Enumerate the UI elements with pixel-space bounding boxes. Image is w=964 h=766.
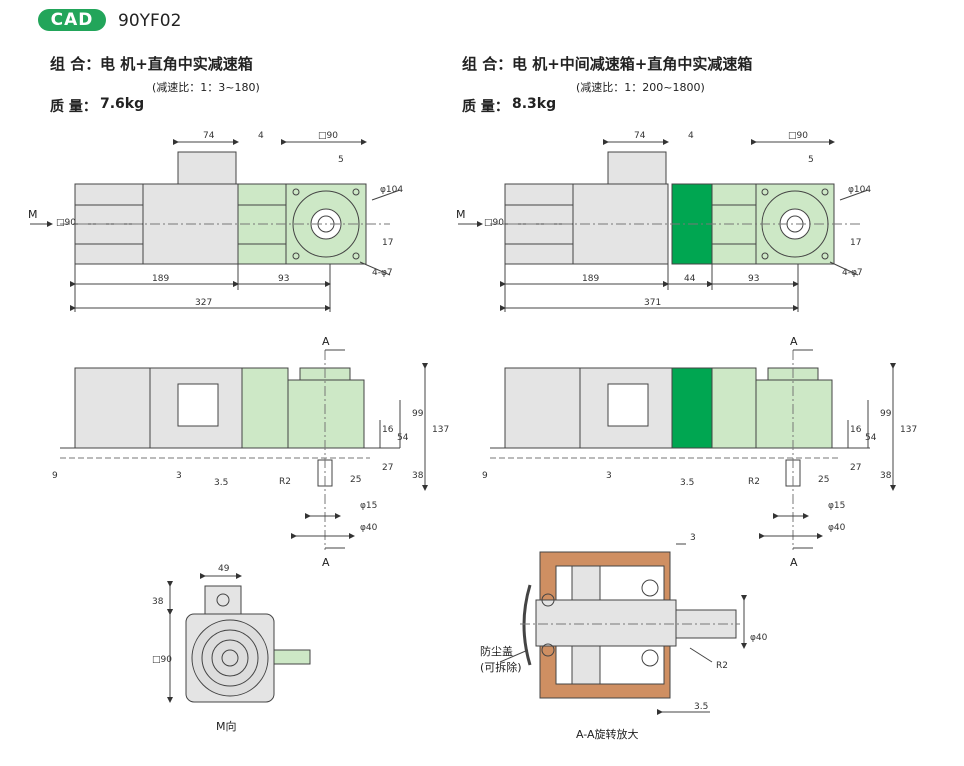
r-dim-137: 137: [900, 425, 917, 435]
l-dim-17: 17: [382, 238, 393, 248]
r-section-a-bot: A: [790, 556, 798, 569]
aa-dim-3-5: 3.5: [694, 702, 708, 712]
r-phi15: φ15: [828, 501, 845, 511]
r-dim-17: 17: [850, 238, 861, 248]
right-combo-value: 电 机+中间减速箱+直角中实减速箱: [512, 55, 753, 73]
aa-r2: R2: [716, 661, 728, 671]
m-view-caption: M向: [216, 719, 237, 733]
r-dim-25: 25: [818, 475, 829, 485]
right-mass-value: 8.3kg: [512, 96, 557, 112]
l-m-arrow: M: [28, 208, 38, 221]
r-dim-sq90-top: □90: [788, 131, 808, 141]
left-top-view: [30, 139, 401, 312]
left-combo-value: 电 机+直角中实减速箱: [100, 55, 253, 73]
right-ratio: (减速比：1：200~1800): [576, 81, 705, 94]
m-dim-49: 49: [218, 564, 230, 574]
r-section-a-top: A: [790, 335, 798, 348]
l-r2: R2: [279, 477, 291, 487]
left-combo-label: 组 合：: [50, 55, 101, 73]
r-dim-3-5: 3.5: [680, 478, 694, 488]
l-dim-54: 54: [397, 433, 409, 443]
r-dim-9: 9: [482, 471, 488, 481]
r-phi40: φ40: [828, 523, 846, 533]
l-dim-sq90-side: □90: [56, 218, 76, 228]
cad-badge: CAD: [38, 9, 106, 31]
l-section-a-bot: A: [322, 556, 330, 569]
l-dim-327: 327: [195, 298, 212, 308]
l-dim-4: 4: [258, 131, 264, 141]
r-dim-4: 4: [688, 131, 694, 141]
l-dim-16: 16: [382, 425, 394, 435]
m-dim-38: 38: [152, 597, 164, 607]
aa-caption: A-A旋转放大: [576, 727, 639, 741]
r-dim-hole: 4-φ7: [842, 268, 863, 278]
l-dim-99: 99: [412, 409, 424, 419]
r-dim-99: 99: [880, 409, 892, 419]
l-dim-sq90-top: □90: [318, 131, 338, 141]
l-dim-9: 9: [52, 471, 58, 481]
l-dim-key5: 5: [338, 155, 344, 165]
l-section-a-top: A: [322, 335, 330, 348]
r-dim-38: 38: [880, 471, 892, 481]
right-side-view: [490, 349, 896, 550]
l-phi40: φ40: [360, 523, 378, 533]
l-dim-3: 3: [176, 471, 182, 481]
r-dim-sq90-side: □90: [484, 218, 504, 228]
l-dim-93: 93: [278, 274, 289, 284]
l-dim-137: 137: [432, 425, 449, 435]
aa-dust-cover-note: (可拆除): [480, 660, 522, 674]
left-side-view: [60, 349, 428, 550]
model-number: 90YF02: [118, 11, 182, 31]
aa-dim-3: 3: [690, 533, 696, 543]
l-dim-hole: 4-φ7: [372, 268, 393, 278]
r-dim-189: 189: [582, 274, 599, 284]
l-dim-74: 74: [203, 131, 215, 141]
r-dim-93: 93: [748, 274, 759, 284]
r-dim-3: 3: [606, 471, 612, 481]
l-dim-27: 27: [382, 463, 393, 473]
l-dim-3-5: 3.5: [214, 478, 228, 488]
r-dim-371: 371: [644, 298, 661, 308]
l-dim-25: 25: [350, 475, 361, 485]
left-ratio: (减速比：1：3~180): [152, 81, 260, 94]
r-dim-phi104: φ104: [848, 185, 871, 195]
l-dim-189: 189: [152, 274, 169, 284]
left-mass-value: 7.6kg: [100, 96, 145, 112]
r-r2: R2: [748, 477, 760, 487]
r-dim-16: 16: [850, 425, 862, 435]
aa-dust-cover: 防尘盖: [480, 644, 513, 658]
r-dim-44: 44: [684, 274, 696, 284]
r-dim-27: 27: [850, 463, 861, 473]
l-phi15: φ15: [360, 501, 377, 511]
r-dim-74: 74: [634, 131, 646, 141]
aa-section-view: [499, 543, 747, 715]
r-dim-key5: 5: [808, 155, 814, 165]
aa-phi40: φ40: [750, 633, 768, 643]
r-dim-54: 54: [865, 433, 877, 443]
m-dim-sq90: □90: [152, 655, 172, 665]
l-dim-38: 38: [412, 471, 424, 481]
left-m-view: [167, 573, 311, 703]
right-top-view: [458, 139, 869, 312]
r-m-arrow: M: [456, 208, 466, 221]
left-mass-label: 质 量：: [50, 99, 97, 115]
l-dim-phi104: φ104: [380, 185, 403, 195]
right-mass-label: 质 量：: [462, 99, 509, 115]
right-combo-label: 组 合：: [462, 55, 513, 73]
